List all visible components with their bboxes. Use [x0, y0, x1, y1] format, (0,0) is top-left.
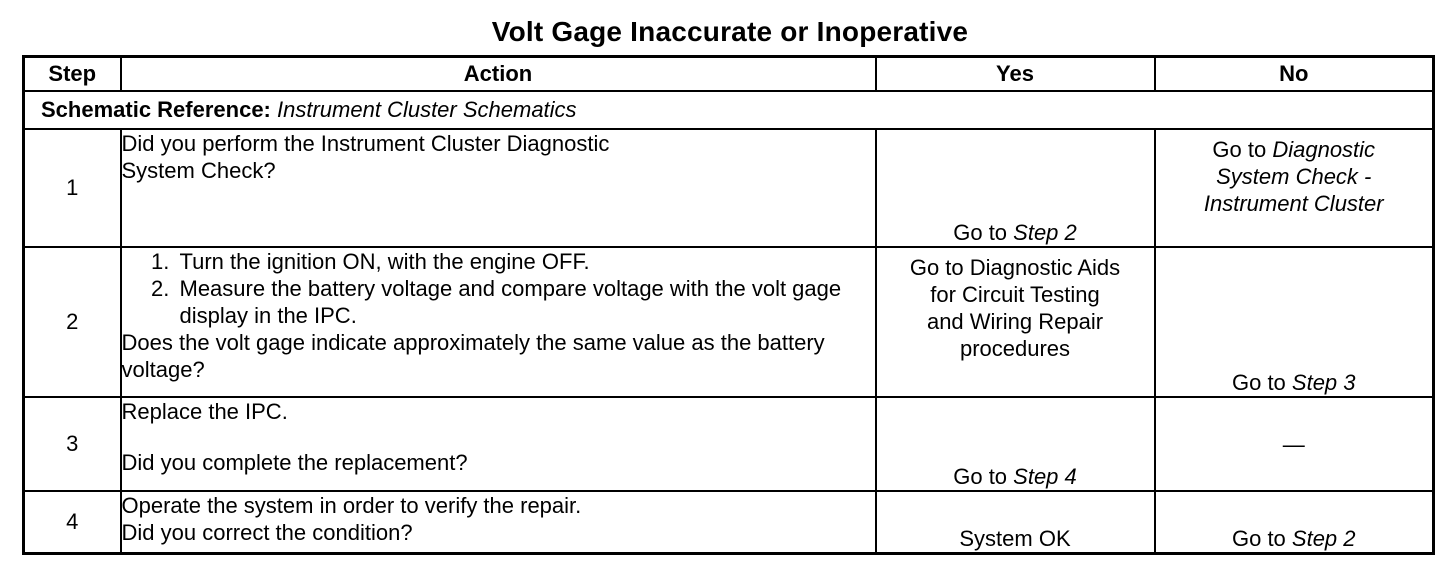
- yes-text: System OK: [959, 526, 1071, 551]
- action-cell: Operate the system in order to verify th…: [119, 490, 877, 555]
- yes-text: Go to Diagnostic Aids: [909, 255, 1121, 280]
- yes-text: and Wiring Repair: [926, 309, 1104, 334]
- no-dash: —: [1282, 431, 1305, 457]
- no-cell: Go to Step 2: [1153, 490, 1435, 555]
- yes-cell: Go to Step 2: [874, 128, 1156, 248]
- step-number: 4: [22, 490, 122, 555]
- no-step-ref: Step 3: [1291, 370, 1356, 395]
- yes-cell: Go to Step 4: [874, 396, 1156, 492]
- action-question: Did you correct the condition?: [121, 520, 413, 545]
- diagnostic-table: Step Action Yes No Schematic Reference: …: [22, 55, 1435, 555]
- no-ref: Instrument Cluster: [1203, 191, 1384, 216]
- no-ref: System Check -: [1216, 164, 1372, 189]
- schematic-reference-cell: Schematic Reference: Instrument Cluster …: [22, 90, 1435, 130]
- table-header-row: Step Action Yes No: [22, 55, 1435, 92]
- header-yes: Yes: [874, 55, 1156, 92]
- yes-text: procedures: [959, 336, 1071, 361]
- header-action: Action: [119, 55, 877, 92]
- step-number: 3: [22, 396, 122, 492]
- no-ref: Diagnostic: [1272, 137, 1376, 162]
- action-question: Does the volt gage indicate approximatel…: [121, 330, 825, 382]
- schematic-reference-label: Schematic Reference:: [41, 97, 271, 122]
- no-cell: Go to Diagnostic System Check - Instrume…: [1153, 128, 1435, 248]
- yes-step-ref: Step 4: [1013, 464, 1077, 489]
- yes-step-ref: Step 2: [1013, 220, 1077, 245]
- table-row: 2 Turn the ignition ON, with the engine …: [22, 246, 1435, 398]
- yes-prefix: Go to: [953, 464, 1014, 489]
- action-step-item: Measure the battery voltage and compare …: [176, 275, 875, 329]
- action-text: Replace the IPC.: [121, 399, 288, 424]
- no-cell: —: [1153, 396, 1435, 492]
- page-title: Volt Gage Inaccurate or Inoperative: [491, 16, 969, 47]
- no-step-ref: Step 2: [1291, 526, 1356, 551]
- action-cell: Did you perform the Instrument Cluster D…: [119, 128, 877, 248]
- action-text: Did you perform the Instrument Cluster D…: [121, 131, 610, 156]
- schematic-reference-row: Schematic Reference: Instrument Cluster …: [22, 90, 1435, 130]
- action-steps-list: Turn the ignition ON, with the engine OF…: [122, 248, 875, 329]
- yes-text: for Circuit Testing: [930, 282, 1100, 307]
- action-step-item: Turn the ignition ON, with the engine OF…: [176, 248, 875, 275]
- no-prefix: Go to: [1212, 137, 1273, 162]
- table-row: 4 Operate the system in order to verify …: [22, 490, 1435, 555]
- action-question: Did you complete the replacement?: [121, 450, 468, 475]
- header-no: No: [1153, 55, 1435, 92]
- no-prefix: Go to: [1231, 370, 1292, 395]
- table-row: 1 Did you perform the Instrument Cluster…: [22, 128, 1435, 248]
- action-text: Operate the system in order to verify th…: [121, 493, 582, 518]
- action-cell: Replace the IPC. Did you complete the re…: [119, 396, 877, 492]
- yes-prefix: Go to: [953, 220, 1014, 245]
- schematic-reference-link: Instrument Cluster Schematics: [277, 97, 577, 122]
- step-number: 2: [22, 246, 122, 398]
- step-number: 1: [22, 128, 122, 248]
- no-cell: Go to Step 3: [1153, 246, 1435, 398]
- action-text: System Check?: [121, 158, 276, 183]
- yes-cell: Go to Diagnostic Aids for Circuit Testin…: [874, 246, 1156, 398]
- header-step: Step: [22, 55, 122, 92]
- no-prefix: Go to: [1231, 526, 1292, 551]
- table-row: 3 Replace the IPC. Did you complete the …: [22, 396, 1435, 492]
- action-cell: Turn the ignition ON, with the engine OF…: [119, 246, 877, 398]
- yes-cell: System OK: [874, 490, 1156, 555]
